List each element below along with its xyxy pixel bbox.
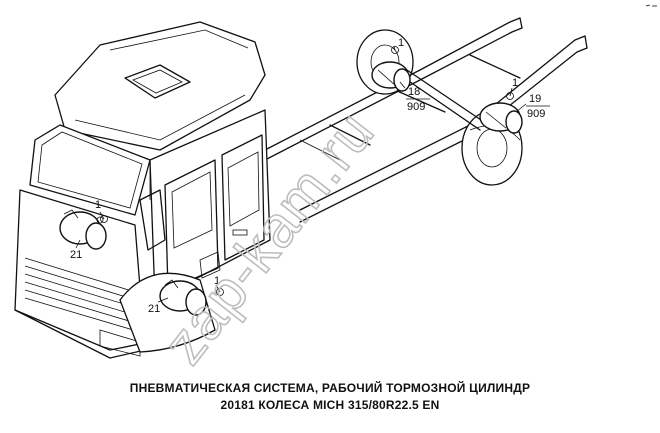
- fitting-symbols: [100, 46, 514, 296]
- front-brake-cylinder-upper: [59, 209, 107, 250]
- callout-909-denominator-19: 909: [527, 108, 545, 120]
- front-brake-cylinder-lower: [159, 279, 207, 316]
- front-grille: [24, 257, 141, 333]
- truck-cab: [14, 21, 271, 359]
- callout-1-front-lower: 1: [214, 275, 220, 287]
- callout-909-denominator-18: 909: [407, 101, 425, 113]
- callout-1-front-upper: 1: [95, 199, 101, 211]
- diagram-title: ПНЕВМАТИЧЕСКАЯ СИСТЕМА, РАБОЧИЙ ТОРМОЗНО…: [129, 381, 531, 395]
- callout-21-front-upper: 21: [70, 249, 82, 261]
- diagram-subtitle: 20181 КОЛЕСА MICH 315/80R22.5 EN: [220, 398, 440, 412]
- callout-19-numerator: 19: [529, 93, 541, 105]
- callout-1-rear-right: 1: [512, 77, 518, 89]
- callout-1-rear-left: 1: [398, 37, 404, 49]
- rear-brake-cylinder-right: [479, 102, 523, 134]
- chassis-frame: [264, 17, 588, 223]
- rear-brake-cylinder-left: [371, 61, 411, 92]
- callout-18-numerator: 18: [408, 86, 420, 98]
- callout-21-front-lower: 21: [148, 303, 160, 315]
- corner-mark: [645, 4, 657, 7]
- leader-lines: [75, 45, 527, 303]
